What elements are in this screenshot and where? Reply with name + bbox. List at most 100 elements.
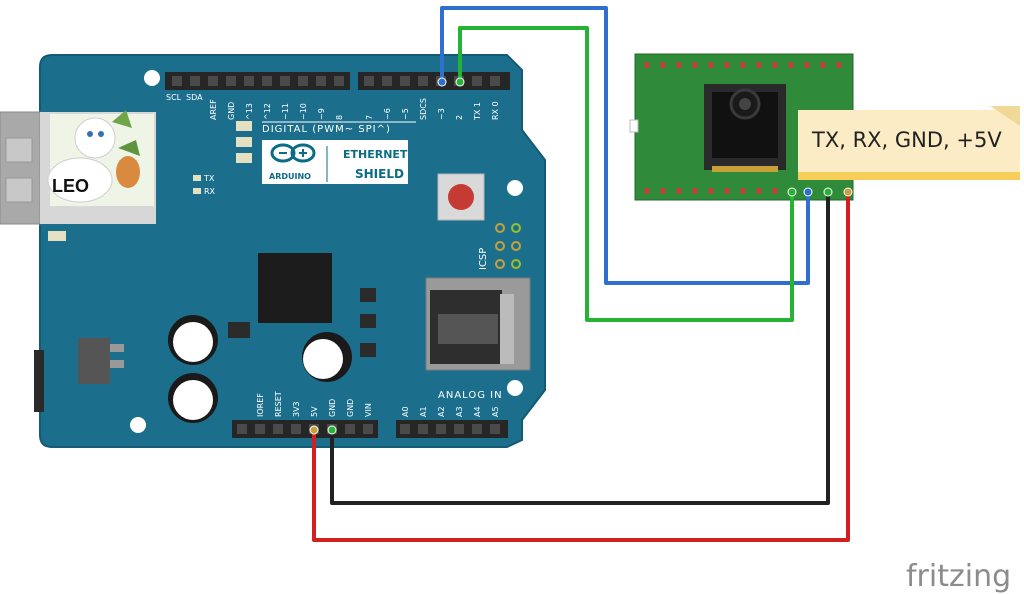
- camera-pad: [693, 188, 697, 194]
- analog-pin-label: A0: [401, 406, 410, 417]
- digital-left-pin-label: ^13: [245, 103, 254, 120]
- analog-pin: [472, 424, 482, 434]
- digital-header-right: [358, 72, 510, 90]
- shield-line2: SHIELD: [355, 167, 404, 181]
- i2c-pin: [190, 76, 200, 86]
- camera-pad: [645, 188, 649, 194]
- digital-left-pin: [298, 76, 308, 86]
- analog-pin-label: A3: [455, 406, 464, 417]
- power-pin: [291, 424, 301, 434]
- voltage-regulator: [78, 338, 124, 384]
- rx-wire: [458, 26, 794, 322]
- camera-pad: [645, 62, 649, 68]
- power-pin-label: 3V3: [292, 401, 301, 417]
- analog-header: [396, 420, 508, 438]
- power-pin-label: IOREF: [256, 393, 265, 417]
- camera-pad: [773, 188, 777, 194]
- digital-right-pin: [382, 76, 392, 86]
- tx-led-label: TX: [203, 174, 215, 183]
- status-leds: [48, 121, 252, 241]
- camera-pad: [741, 188, 745, 194]
- pinout-note-text: TX, RX, GND, +5V: [811, 128, 1002, 152]
- power-pin-label: GND: [328, 399, 337, 417]
- digital-right-pin-label: ~5: [401, 108, 410, 120]
- digital-right-pin: [400, 76, 410, 86]
- digital-left-pin-label: ~10: [299, 103, 308, 120]
- wires: [312, 6, 850, 542]
- digital-left-pin: [316, 76, 326, 86]
- analog-pin: [490, 424, 500, 434]
- digital-left-pin-label: 8: [335, 115, 344, 120]
- fritzing-watermark: fritzing: [906, 559, 1011, 594]
- power-pin-label: GND: [346, 399, 355, 417]
- camera-pad: [757, 62, 761, 68]
- arduino-brand: ARDUINO: [269, 172, 311, 181]
- power-pin-label: VIN: [364, 403, 373, 417]
- camera-pad: [821, 62, 825, 68]
- digital-left-pin: [262, 76, 272, 86]
- camera-pad: [709, 62, 713, 68]
- camera-pad: [837, 62, 841, 68]
- power-header: [232, 420, 378, 438]
- rx-led-label: RX: [204, 187, 216, 196]
- icsp-label: ICSP: [478, 248, 489, 270]
- digital-right-pin-label: 2: [455, 115, 464, 120]
- tx-wire: [440, 6, 810, 285]
- arduino-logo: ARDUINO ETHERNET SHIELD: [262, 140, 408, 184]
- leo-label: LEO: [52, 176, 89, 196]
- camera-pad: [805, 62, 809, 68]
- camera-pad: [773, 62, 777, 68]
- digital-right-pin: [490, 76, 500, 86]
- analog-pin-label: A4: [473, 406, 482, 417]
- vcc-wire: [312, 192, 850, 542]
- power-pin: [363, 424, 373, 434]
- digital-right-pin-label: RX 0: [491, 101, 500, 120]
- digital-left-pin: [244, 76, 254, 86]
- camera-pad: [741, 62, 745, 68]
- camera-pad: [709, 188, 713, 194]
- digital-left-pin-label: ~11: [281, 103, 290, 120]
- sd-card-slot: [425, 277, 531, 371]
- analog-pin: [400, 424, 410, 434]
- digital-right-pin-label: ~6: [383, 108, 392, 120]
- arduino-ethernet-board: [34, 54, 546, 448]
- reset-button: [437, 173, 485, 221]
- digital-header-left: [165, 72, 350, 90]
- digital-right-pin-label: ~3: [437, 108, 446, 120]
- digital-left-pin-label: ^12: [263, 103, 272, 120]
- power-pin: [237, 424, 247, 434]
- camera-pad: [693, 62, 697, 68]
- smd-components: [228, 288, 376, 357]
- digital-right-pin-label: SDCS: [419, 98, 428, 120]
- digital-right-pin: [364, 76, 374, 86]
- icsp-header: [495, 223, 521, 269]
- analog-pin-label: A5: [491, 406, 500, 417]
- scl-label: SCL: [166, 93, 182, 102]
- analog-pin-label: A1: [419, 406, 428, 417]
- analog-pin: [418, 424, 428, 434]
- digital-right-pin: [472, 76, 482, 86]
- digital-left-pin: [280, 76, 290, 86]
- camera-pad: [725, 188, 729, 194]
- analog-pin: [454, 424, 464, 434]
- gnd-wire: [330, 192, 830, 505]
- camera-pad: [661, 62, 665, 68]
- power-jack: [34, 350, 44, 412]
- leo-illustration: LEO: [47, 110, 154, 206]
- digital-right-pin-label: 7: [365, 115, 374, 120]
- wire-endpoints: [309, 77, 853, 435]
- power-pin-label: RESET: [274, 391, 283, 417]
- shield-line1: ETHERNET: [343, 148, 408, 161]
- digital-right-pin-label: TX 1: [473, 102, 482, 121]
- digital-left-pin: [226, 76, 236, 86]
- camera-pad: [789, 62, 793, 68]
- digital-label: DIGITAL (PWM~ SPI^): [262, 124, 391, 135]
- camera-pad: [661, 188, 665, 194]
- digital-left-pin-label: ~9: [317, 108, 326, 120]
- digital-left-pin-label: AREF: [209, 99, 218, 120]
- wiznet-chip: [258, 253, 332, 323]
- digital-left-pin: [334, 76, 344, 86]
- camera-pad: [757, 188, 761, 194]
- camera-pad: [725, 62, 729, 68]
